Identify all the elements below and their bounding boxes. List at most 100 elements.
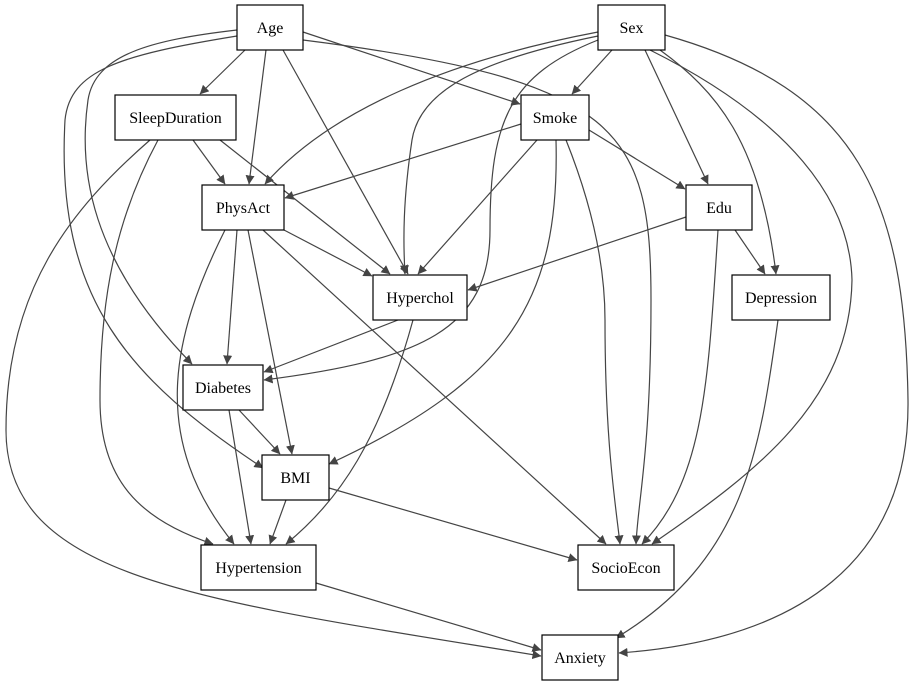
edge-edu-to-socioecon	[641, 229, 719, 545]
node-box	[541, 634, 619, 681]
edge-arrow	[328, 139, 557, 465]
node-label: SocioEcon	[591, 560, 660, 577]
node-box	[731, 274, 831, 321]
edge-age-to-hyperchol	[282, 49, 409, 275]
edge-sleepduration-to-anxiety	[5, 139, 542, 660]
node-label: Depression	[745, 290, 817, 307]
edge-arrow	[268, 499, 287, 545]
edge-arrow	[223, 229, 238, 365]
edge-smoke-to-socioecon	[565, 139, 624, 545]
node-depression: Depression	[731, 274, 831, 321]
node-label: PhysAct	[216, 200, 271, 217]
edge-hypertension-to-anxiety	[315, 582, 542, 652]
node-physact: PhysAct	[201, 184, 285, 231]
edge-arrow	[734, 229, 766, 275]
edge-bmi-to-socioecon	[328, 487, 578, 562]
edge-sex-to-depression	[659, 49, 780, 275]
edge-smoke-to-edu	[588, 129, 686, 190]
edge-hyperchol-to-hypertension	[285, 319, 414, 545]
node-box	[577, 544, 675, 591]
edge-arrow	[400, 35, 599, 275]
edge-arrow	[228, 409, 255, 545]
edge-sleepduration-to-hypertension	[99, 139, 214, 546]
edge-arrow	[284, 123, 522, 200]
edge-arrow	[641, 229, 719, 545]
node-label: Age	[257, 20, 284, 37]
edge-edu-to-depression	[734, 229, 766, 275]
node-sex: Sex	[597, 4, 666, 51]
edge-arrow	[302, 39, 652, 545]
edge-arrow	[245, 49, 267, 185]
edge-arrow	[5, 139, 542, 660]
edge-age-to-physact	[245, 49, 267, 185]
edge-physact-to-hyperchol	[283, 229, 373, 277]
node-label: Anxiety	[554, 650, 606, 667]
edge-arrow	[199, 49, 246, 95]
edge-arrow	[417, 139, 538, 275]
node-smoke: Smoke	[520, 94, 590, 141]
node-box	[236, 4, 304, 51]
edge-sex-to-physact	[264, 31, 599, 185]
edges-layer	[5, 29, 909, 660]
node-label: Diabetes	[195, 380, 251, 397]
edge-sex-to-socioecon	[649, 49, 853, 545]
edge-sleepduration-to-physact	[192, 139, 226, 185]
edge-age-to-socioecon	[302, 39, 652, 545]
node-bmi: BMI	[261, 454, 330, 501]
edge-arrow	[285, 319, 414, 545]
node-label: Hyperchol	[386, 290, 454, 307]
edge-arrow	[315, 582, 542, 652]
edge-arrow	[84, 29, 238, 365]
edge-arrow	[263, 39, 599, 384]
edge-smoke-to-hyperchol	[417, 139, 538, 275]
edge-age-to-smoke	[302, 31, 521, 106]
node-label: Smoke	[533, 110, 577, 127]
node-label: BMI	[280, 470, 310, 487]
node-age: Age	[236, 4, 304, 51]
node-box	[520, 94, 590, 141]
edge-arrow	[219, 139, 391, 275]
edge-sex-to-diabetes	[263, 39, 599, 384]
edge-physact-to-hypertension	[176, 229, 235, 545]
node-box	[114, 94, 237, 141]
edge-diabetes-to-hypertension	[228, 409, 255, 545]
edge-age-to-diabetes	[84, 29, 238, 365]
node-edu: Edu	[685, 184, 753, 231]
edge-arrow	[238, 409, 281, 455]
edge-arrow	[264, 31, 599, 185]
node-box	[597, 4, 666, 51]
edge-arrow	[615, 319, 779, 639]
node-anxiety: Anxiety	[541, 634, 619, 681]
node-sleepduration: SleepDuration	[114, 94, 237, 141]
edge-arrow	[467, 216, 687, 292]
edge-arrow	[571, 49, 613, 95]
edge-arrow	[263, 319, 399, 374]
node-hypertension: Hypertension	[200, 544, 317, 591]
node-label: Edu	[706, 200, 732, 217]
node-box	[261, 454, 330, 501]
edge-sex-to-hyperchol	[400, 35, 599, 275]
node-hyperchol: Hyperchol	[372, 274, 468, 321]
edge-smoke-to-physact	[284, 123, 522, 200]
edge-arrow	[63, 35, 264, 469]
node-box	[201, 184, 285, 231]
edge-arrow	[99, 139, 214, 546]
edge-arrow	[176, 229, 235, 545]
edge-arrow	[588, 129, 686, 190]
node-box	[200, 544, 317, 591]
edge-physact-to-diabetes	[223, 229, 238, 365]
edge-arrow	[649, 49, 853, 545]
node-box	[372, 274, 468, 321]
edge-sex-to-smoke	[571, 49, 613, 95]
edge-arrow	[283, 229, 373, 277]
edge-age-to-bmi	[63, 35, 264, 469]
node-label: Hypertension	[215, 560, 301, 577]
edge-sleepduration-to-hyperchol	[219, 139, 391, 275]
node-box	[685, 184, 753, 231]
edge-edu-to-hyperchol	[467, 216, 687, 292]
edge-arrow	[618, 34, 909, 657]
edge-arrow	[262, 229, 607, 545]
edge-physact-to-bmi	[247, 229, 295, 455]
edge-arrow	[282, 49, 409, 275]
